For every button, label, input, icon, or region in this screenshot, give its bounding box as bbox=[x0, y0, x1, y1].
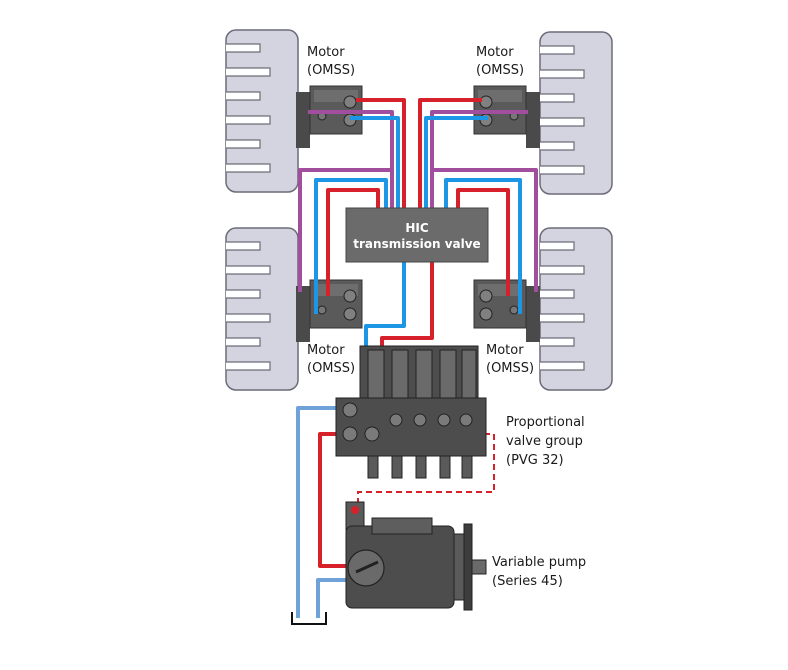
hic-label-line1: HIC bbox=[405, 221, 429, 235]
svg-text:Motor: Motor bbox=[476, 45, 514, 60]
hic-transmission-valve: HIC transmission valve bbox=[345, 207, 489, 263]
label-pump: Variable pump (Series 45) bbox=[492, 555, 586, 589]
label-motor-bottom-right: Motor (OMSS) bbox=[486, 343, 534, 376]
svg-text:(OMSS): (OMSS) bbox=[476, 63, 524, 78]
svg-text:(Series 45): (Series 45) bbox=[492, 574, 563, 589]
svg-text:(OMSS): (OMSS) bbox=[486, 361, 534, 376]
svg-text:Motor: Motor bbox=[307, 343, 345, 358]
load-sense-line bbox=[357, 433, 495, 510]
drain-lines bbox=[298, 110, 538, 292]
label-pvg: Proportional valve group (PVG 32) bbox=[506, 415, 585, 468]
svg-text:valve group: valve group bbox=[506, 434, 583, 449]
svg-text:Motor: Motor bbox=[307, 45, 345, 60]
svg-text:(OMSS): (OMSS) bbox=[307, 63, 355, 78]
wheel-top-right bbox=[539, 31, 613, 195]
variable-pump bbox=[345, 501, 487, 611]
svg-text:Variable pump: Variable pump bbox=[492, 555, 586, 570]
wheel-bottom-right bbox=[539, 227, 613, 391]
svg-text:(OMSS): (OMSS) bbox=[307, 361, 355, 376]
tank bbox=[291, 612, 327, 625]
wheel-top-left bbox=[225, 29, 299, 193]
label-motor-bottom-left: Motor (OMSS) bbox=[307, 343, 355, 376]
wheel-bottom-left bbox=[225, 227, 299, 391]
svg-text:Motor: Motor bbox=[486, 343, 524, 358]
proportional-valve-group bbox=[335, 345, 487, 479]
svg-text:(PVG 32): (PVG 32) bbox=[506, 453, 564, 468]
label-motor-top-right: Motor (OMSS) bbox=[476, 45, 524, 78]
hic-label-line2: transmission valve bbox=[353, 237, 480, 251]
svg-text:Proportional: Proportional bbox=[506, 415, 585, 430]
tank-lines bbox=[296, 406, 350, 618]
label-motor-top-left: Motor (OMSS) bbox=[307, 45, 355, 78]
